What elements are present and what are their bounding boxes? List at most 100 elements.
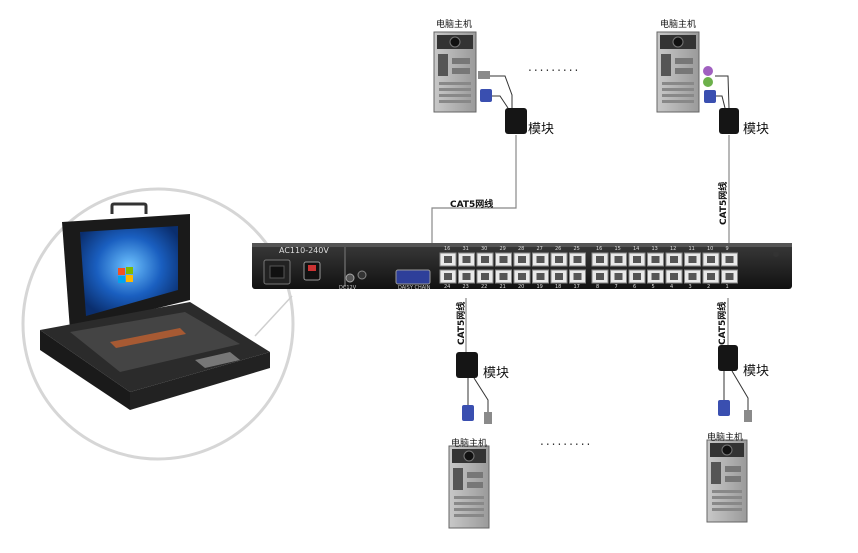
pc-expansion-bracket: [439, 100, 471, 103]
rj45-port-opening: [633, 273, 641, 280]
ps2-green-connector-icon: [703, 77, 713, 87]
pc-expansion-bracket: [454, 514, 484, 517]
module-label-bottom-right: 模块: [743, 364, 770, 379]
pc-expansion-bracket: [662, 94, 694, 97]
rj45-port-opening: [444, 256, 452, 263]
port-number: 7: [614, 284, 618, 290]
pc-fan: [721, 444, 733, 456]
pc-slot: [725, 466, 741, 472]
windows-logo-icon: [118, 267, 133, 283]
port-number: 18: [555, 284, 562, 290]
rj45-port-opening: [499, 256, 508, 263]
vga-cable-top-right: [715, 95, 726, 109]
port-number: 23: [462, 284, 469, 290]
pc-slot: [452, 58, 470, 64]
usb-cable-bottom-left: [473, 377, 489, 412]
rj45-port-opening: [651, 273, 660, 280]
port-number: 5: [651, 284, 655, 290]
usb-connector-icon: [484, 412, 492, 424]
rj45-port-opening: [670, 273, 678, 280]
rj45-port-opening: [596, 256, 604, 263]
pc-io-panel: [438, 54, 448, 76]
port-number: 28: [518, 246, 525, 252]
rj45-port-opening: [462, 256, 471, 263]
rj45-port-opening: [555, 273, 563, 280]
screw: [357, 270, 367, 280]
top-cables: [431, 135, 730, 358]
port-number: 17: [573, 284, 580, 290]
port-number: 13: [651, 246, 658, 252]
module-top-left: [505, 108, 527, 134]
port-number: 2: [707, 284, 711, 290]
module-bottom-right: [718, 345, 738, 371]
module-label-top-right: 模块: [743, 122, 770, 137]
pc-tower-icon: [448, 445, 490, 529]
pc-slot: [452, 68, 470, 74]
rj45-port-opening: [536, 273, 545, 280]
pc-expansion-bracket: [439, 82, 471, 85]
rj45-port-opening: [481, 256, 489, 263]
tray-front: [40, 330, 130, 410]
module-label-top-left: 模块: [528, 122, 555, 137]
pc-fan: [449, 36, 461, 48]
rj45-port-opening: [555, 256, 563, 263]
rj45-port-opening: [518, 256, 526, 263]
port-number: 1: [725, 284, 729, 290]
screw-right: [773, 251, 779, 257]
module-top-right: [719, 108, 739, 134]
pc-expansion-bracket: [454, 502, 484, 505]
connectors: [467, 75, 749, 412]
rj45-port-opening: [633, 256, 641, 263]
usb-cable-top-left: [490, 75, 513, 108]
cable-label-top-left: CAT5网线: [450, 200, 494, 210]
ellipsis-top: .........: [528, 60, 581, 74]
daisy-chain-label: DAISY CHAIN: [398, 285, 431, 291]
pc-tower-icon: [656, 31, 700, 113]
rj45-port-opening: [573, 256, 582, 263]
port-number: 27: [536, 246, 543, 252]
rj45-port-opening: [614, 256, 623, 263]
rj45-port-opening: [688, 256, 697, 263]
rj45-port-opening: [688, 273, 697, 280]
port-number: 6: [633, 284, 637, 290]
cable-label-bottom-left: CAT5网线: [457, 301, 467, 345]
rj45-port-opening: [444, 273, 452, 280]
switch-divider: [344, 245, 346, 287]
rj45-port-grid: [439, 252, 738, 284]
pc-label-bottom-left: 电脑主机: [451, 439, 488, 449]
rj45-port-opening: [707, 273, 715, 280]
port-number: 31: [462, 246, 469, 252]
power-inlet-socket: [269, 265, 285, 279]
rj45-port-opening: [573, 273, 582, 280]
pc-slot: [725, 476, 741, 482]
port-number: 14: [633, 246, 640, 252]
pc-expansion-bracket: [439, 94, 471, 97]
tray-side: [130, 352, 270, 410]
pc-fan: [463, 450, 475, 462]
pc-expansion-bracket: [662, 100, 694, 103]
pc-expansion-bracket: [662, 88, 694, 91]
pc-expansion-bracket: [439, 88, 471, 91]
port-number: 11: [688, 246, 695, 252]
keyboard-accent: [110, 328, 186, 348]
rj45-port-opening: [536, 256, 545, 263]
pc-expansion-bracket: [662, 82, 694, 85]
pc-io-panel: [453, 468, 463, 490]
port-number: 22: [481, 284, 488, 290]
rj45-port-opening: [707, 256, 715, 263]
usb-cable-bottom-right: [731, 370, 749, 410]
vga-cable-top-left: [490, 95, 509, 109]
pc-expansion-bracket: [454, 508, 484, 511]
rj45-port-opening: [596, 273, 604, 280]
rj45-port-opening: [462, 273, 471, 280]
vga-connector-icon: [462, 405, 474, 421]
port-number: 26: [555, 246, 562, 252]
port-number: 16: [444, 246, 451, 252]
modules: [456, 108, 739, 378]
pc-label-top-left: 电脑主机: [436, 20, 473, 30]
lcd-console-drawer-illustration: [21, 187, 295, 461]
pc-label-bottom-right: 电脑主机: [707, 433, 744, 443]
port-number: 29: [499, 246, 506, 252]
usb-connector-icon: [478, 71, 490, 79]
rj45-port-opening: [725, 256, 734, 263]
